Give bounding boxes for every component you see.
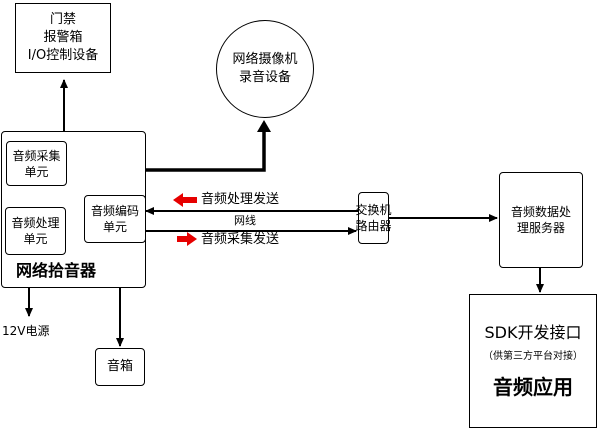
audio-process-line-1: 音频处理 — [11, 216, 60, 230]
sdk-interface-box: SDK开发接口 （供第三方平台对接） 音频应用 — [469, 294, 597, 428]
speaker-label: 音箱 — [106, 359, 133, 374]
audio-encode-unit: 音频编码 单元 — [84, 195, 146, 243]
server-line-2: 理服务器 — [516, 221, 565, 235]
send-processed-label: 音频处理发送 — [201, 192, 280, 207]
audio-process-line-2: 单元 — [23, 232, 48, 246]
audio-encode-line-1: 音频编码 — [90, 204, 139, 218]
camera-line-2: 录音设备 — [238, 70, 291, 85]
switch-line-1: 交换机 — [355, 203, 392, 217]
audio-process-unit: 音频处理 单元 — [5, 207, 66, 255]
door-alarm-line-2: 报警箱 — [43, 30, 83, 45]
switch-line-2: 路由器 — [355, 219, 392, 233]
sdk-subtitle: （供第三方平台对接） — [483, 351, 583, 362]
red-arrow-left — [173, 193, 197, 207]
audio-encode-line-2: 单元 — [102, 220, 127, 234]
camera-line-1: 网络摄像机 — [232, 52, 298, 67]
audio-app-label: 音频应用 — [493, 375, 573, 399]
network-camera-node: 网络摄像机 录音设备 — [216, 20, 314, 118]
door-alarm-line-3: I/O控制设备 — [27, 48, 99, 63]
door-alarm-io-box: 门禁 报警箱 I/O控制设备 — [15, 3, 111, 73]
door-alarm-line-1: 门禁 — [49, 12, 76, 27]
audio-capture-line-2: 单元 — [24, 164, 49, 179]
sdk-title: SDK开发接口 — [484, 323, 582, 342]
arrowhead-camera — [257, 120, 271, 132]
network-pickup-label: 网络拾音器 — [16, 261, 97, 280]
server-line-1: 音频数据处 — [510, 205, 571, 219]
power-label: 12V电源 — [2, 324, 50, 338]
audio-server-box: 音频数据处 理服务器 — [499, 172, 583, 268]
audio-capture-unit: 音频采集 单元 — [6, 141, 67, 186]
switch-router-box: 交换机 路由器 — [355, 192, 392, 244]
send-capture-label: 音频采集发送 — [201, 232, 280, 247]
red-arrow-right — [177, 232, 197, 246]
network-cable-label: 网线 — [234, 214, 256, 227]
audio-capture-line-1: 音频采集 — [12, 148, 61, 163]
speaker-box: 音箱 — [95, 348, 145, 386]
